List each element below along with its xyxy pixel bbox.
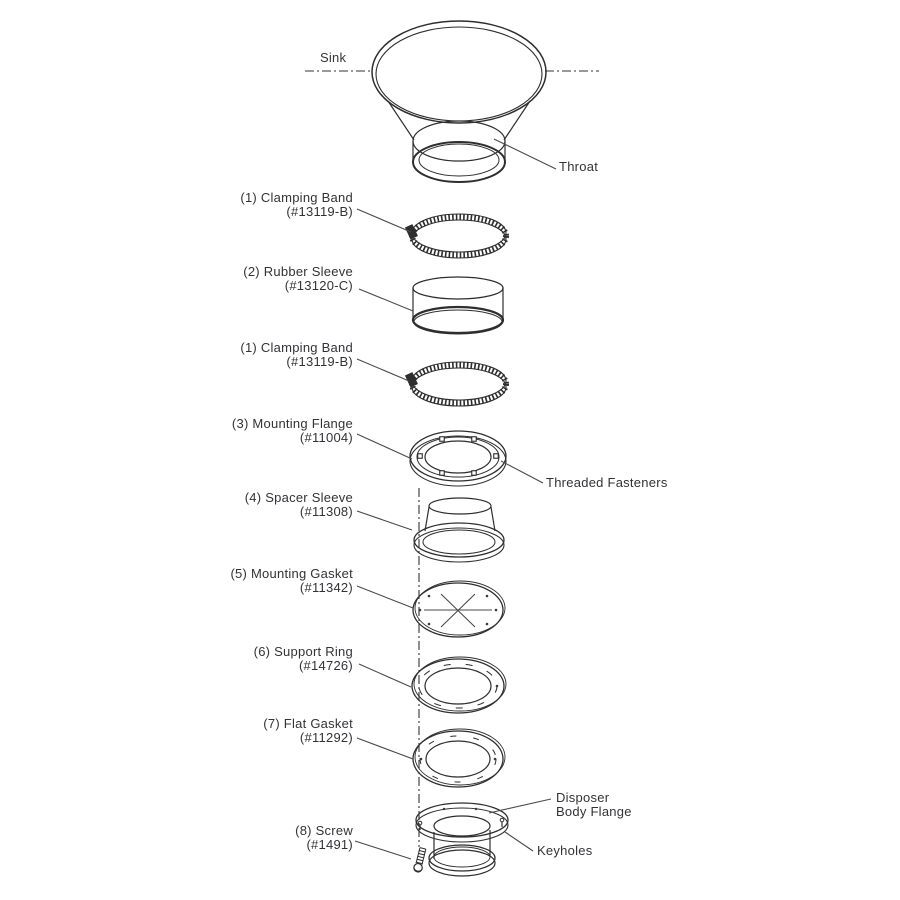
part-name: (1) Clamping Band [240, 190, 353, 205]
disposer-body-flange-line2: Body Flange [556, 803, 632, 819]
sink-funnel-drawing [371, 20, 547, 183]
part-number: (#11292) [299, 729, 353, 745]
part-number: (#13119-B) [286, 203, 353, 219]
leader-disposer-body-flange [488, 798, 552, 814]
keyhole-left [417, 820, 423, 830]
part-number: (#1491) [306, 836, 353, 852]
disposer-body-drawing [415, 802, 509, 877]
leader-flat-gasket [356, 737, 414, 760]
part-number: (#11308) [299, 503, 353, 519]
threaded-fasteners-label: Threaded Fasteners [546, 475, 668, 490]
part-label-clamping-band-2: (1) Clamping Band (#13119-B) [153, 341, 353, 368]
part-name: (4) Spacer Sleeve [244, 490, 353, 505]
keyhole-right [499, 817, 505, 827]
mounting-flange-drawing [409, 430, 507, 487]
part-label-rubber-sleeve: (2) Rubber Sleeve (#13120-C) [153, 265, 353, 292]
part-name: (8) Screw [295, 823, 353, 838]
threaded-fastener-heads [417, 436, 499, 476]
leader-keyholes [504, 831, 534, 852]
leader-spacer-sleeve [356, 510, 413, 531]
part-label-clamping-band-1: (1) Clamping Band (#13119-B) [153, 191, 353, 218]
support-ring-drawing [411, 656, 507, 714]
throat-label: Throat [559, 159, 599, 174]
spacer-sleeve-drawing [413, 497, 505, 563]
screw-drawing [413, 847, 427, 873]
part-label-mounting-flange: (3) Mounting Flange (#11004) [153, 417, 353, 444]
leader-clamping-band-1 [356, 208, 412, 233]
leader-throat [493, 138, 557, 170]
part-label-mounting-gasket: (5) Mounting Gasket (#11342) [153, 567, 353, 594]
mounting-gasket-drawing [412, 580, 506, 638]
disposer-body-flange-line1: Disposer [556, 790, 610, 805]
part-label-flat-gasket: (7) Flat Gasket (#11292) [153, 717, 353, 744]
leader-threaded-fasteners [500, 460, 544, 484]
leader-mounting-flange [356, 433, 413, 460]
part-number: (#11004) [299, 429, 353, 445]
leader-mounting-gasket [356, 585, 414, 609]
clamping-band-2-drawing [404, 361, 509, 407]
part-name: (2) Rubber Sleeve [243, 264, 353, 279]
part-name: (6) Support Ring [253, 644, 353, 659]
part-name: (7) Flat Gasket [263, 716, 353, 731]
leader-support-ring [358, 663, 412, 688]
clamping-band-1-drawing [404, 213, 509, 259]
part-number: (#14726) [298, 657, 353, 673]
part-number: (#13119-B) [286, 353, 353, 369]
sink-label: Sink [320, 50, 347, 65]
disposer-body-flange-label: Disposer Body Flange [556, 791, 632, 818]
leader-rubber-sleeve [358, 288, 414, 312]
part-number: (#13120-C) [284, 277, 353, 293]
part-name: (1) Clamping Band [240, 340, 353, 355]
gasket-spokes [424, 593, 492, 628]
leader-screw [354, 840, 412, 860]
part-label-support-ring: (6) Support Ring (#14726) [153, 645, 353, 672]
leader-lines [354, 138, 557, 860]
leader-clamping-band-2 [356, 358, 410, 382]
part-name: (3) Mounting Flange [231, 416, 353, 431]
rubber-sleeve-drawing [411, 276, 505, 335]
keyholes-label: Keyholes [537, 843, 593, 858]
part-number: (#11342) [299, 579, 353, 595]
part-name: (5) Mounting Gasket [230, 566, 353, 581]
part-label-spacer-sleeve: (4) Spacer Sleeve (#11308) [153, 491, 353, 518]
centerlines [305, 70, 599, 847]
flat-gasket-drawing [412, 728, 506, 788]
part-label-screw: (8) Screw (#1491) [153, 824, 353, 851]
